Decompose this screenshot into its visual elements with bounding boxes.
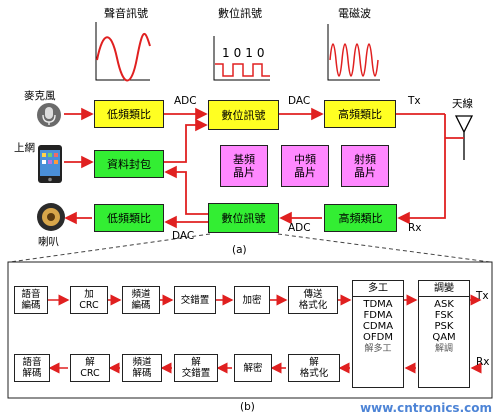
tx-voice-encode: 語音 編碼 [14, 286, 48, 314]
modulation-item: PSK [434, 321, 454, 332]
dac-bottom-label: DAC [172, 230, 195, 242]
adc-top-label: ADC [174, 95, 197, 107]
demodulation-label: 解調 [434, 344, 453, 354]
antenna-icon [445, 115, 474, 160]
rf-chip: 射頻 晶片 [341, 145, 389, 187]
hf-analog-tx-block: 高頻類比 [324, 100, 396, 128]
microphone-label: 麥克風 [24, 90, 56, 102]
lf-analog-tx-block: 低頻類比 [94, 100, 164, 128]
rx-deinterleave: 解 交錯置 [174, 354, 218, 382]
microphone-icon [37, 103, 61, 127]
dac-top-label: DAC [288, 95, 311, 107]
panel-b-frame [7, 261, 493, 399]
panel-b-rx-label: Rx [476, 356, 490, 368]
antenna-label: 天線 [452, 98, 473, 110]
multiplex-title: 多工 [353, 283, 403, 297]
modulation-title: 調變 [419, 283, 469, 297]
tx-format: 傳送 格式化 [288, 286, 338, 314]
caption-b: (b) [240, 401, 255, 413]
multiplex-item: FDMA [363, 310, 393, 321]
rx-voice-decode: 語音 解碼 [14, 354, 50, 382]
rx-deformat: 解 格式化 [288, 354, 340, 382]
digital-bits-label: 1010 [222, 46, 269, 60]
modulation-item: FSK [434, 310, 454, 321]
data-packet-block: 資料封包 [94, 150, 164, 178]
rx-channel-decode: 頻道 解碼 [122, 354, 162, 382]
tx-interleave: 交錯置 [174, 286, 216, 314]
caption-a: (a) [232, 244, 247, 256]
tx-encrypt: 加密 [234, 286, 270, 314]
baseband-chip: 基頻 晶片 [220, 145, 268, 187]
modulation-block: 調變 ASK FSK PSK QAM 解調 [418, 280, 470, 388]
em-wave-title: 電磁波 [338, 7, 371, 20]
tx-channel-encode: 頻道 編碼 [122, 286, 160, 314]
em-wave-graph [327, 24, 380, 81]
zoom-dashed-lines [9, 233, 491, 263]
modulation-item: QAM [432, 332, 456, 343]
multiplex-block: 多工 TDMA FDMA CDMA OFDM 解多工 [352, 280, 404, 388]
top-wires [64, 107, 446, 229]
internet-label: 上網 [14, 142, 35, 154]
adc-bottom-label: ADC [288, 222, 311, 234]
hf-analog-rx-block: 高頻類比 [324, 204, 397, 232]
multiplex-item: OFDM [363, 332, 393, 343]
smartphone-icon [38, 145, 62, 183]
digital-signal-title: 數位訊號 [218, 7, 262, 20]
rx-decrypt: 解密 [234, 354, 272, 382]
speaker-label: 喇叭 [38, 236, 59, 248]
sound-signal-title: 聲音訊號 [104, 7, 148, 20]
tx-top-label: Tx [408, 95, 421, 107]
sound-wave-graph [95, 22, 151, 82]
speaker-icon [37, 203, 65, 231]
watermark: www.cntronics.com [360, 401, 492, 415]
multiplex-item: CDMA [362, 321, 394, 332]
modulation-item: ASK [434, 299, 454, 310]
digital-signal-rx-block: 數位訊號 [208, 203, 279, 233]
digital-signal-graph [213, 36, 270, 81]
rx-top-label: Rx [408, 222, 422, 234]
demultiplex-label: 解多工 [364, 344, 392, 354]
panel-b-tx-label: Tx [476, 290, 489, 302]
multiplex-item: TDMA [363, 299, 393, 310]
tx-add-crc: 加 CRC [70, 286, 108, 314]
rx-remove-crc: 解 CRC [70, 354, 110, 382]
if-chip: 中頻 晶片 [281, 145, 329, 187]
lf-analog-rx-block: 低頻類比 [94, 204, 164, 232]
digital-signal-tx-block: 數位訊號 [208, 100, 279, 130]
